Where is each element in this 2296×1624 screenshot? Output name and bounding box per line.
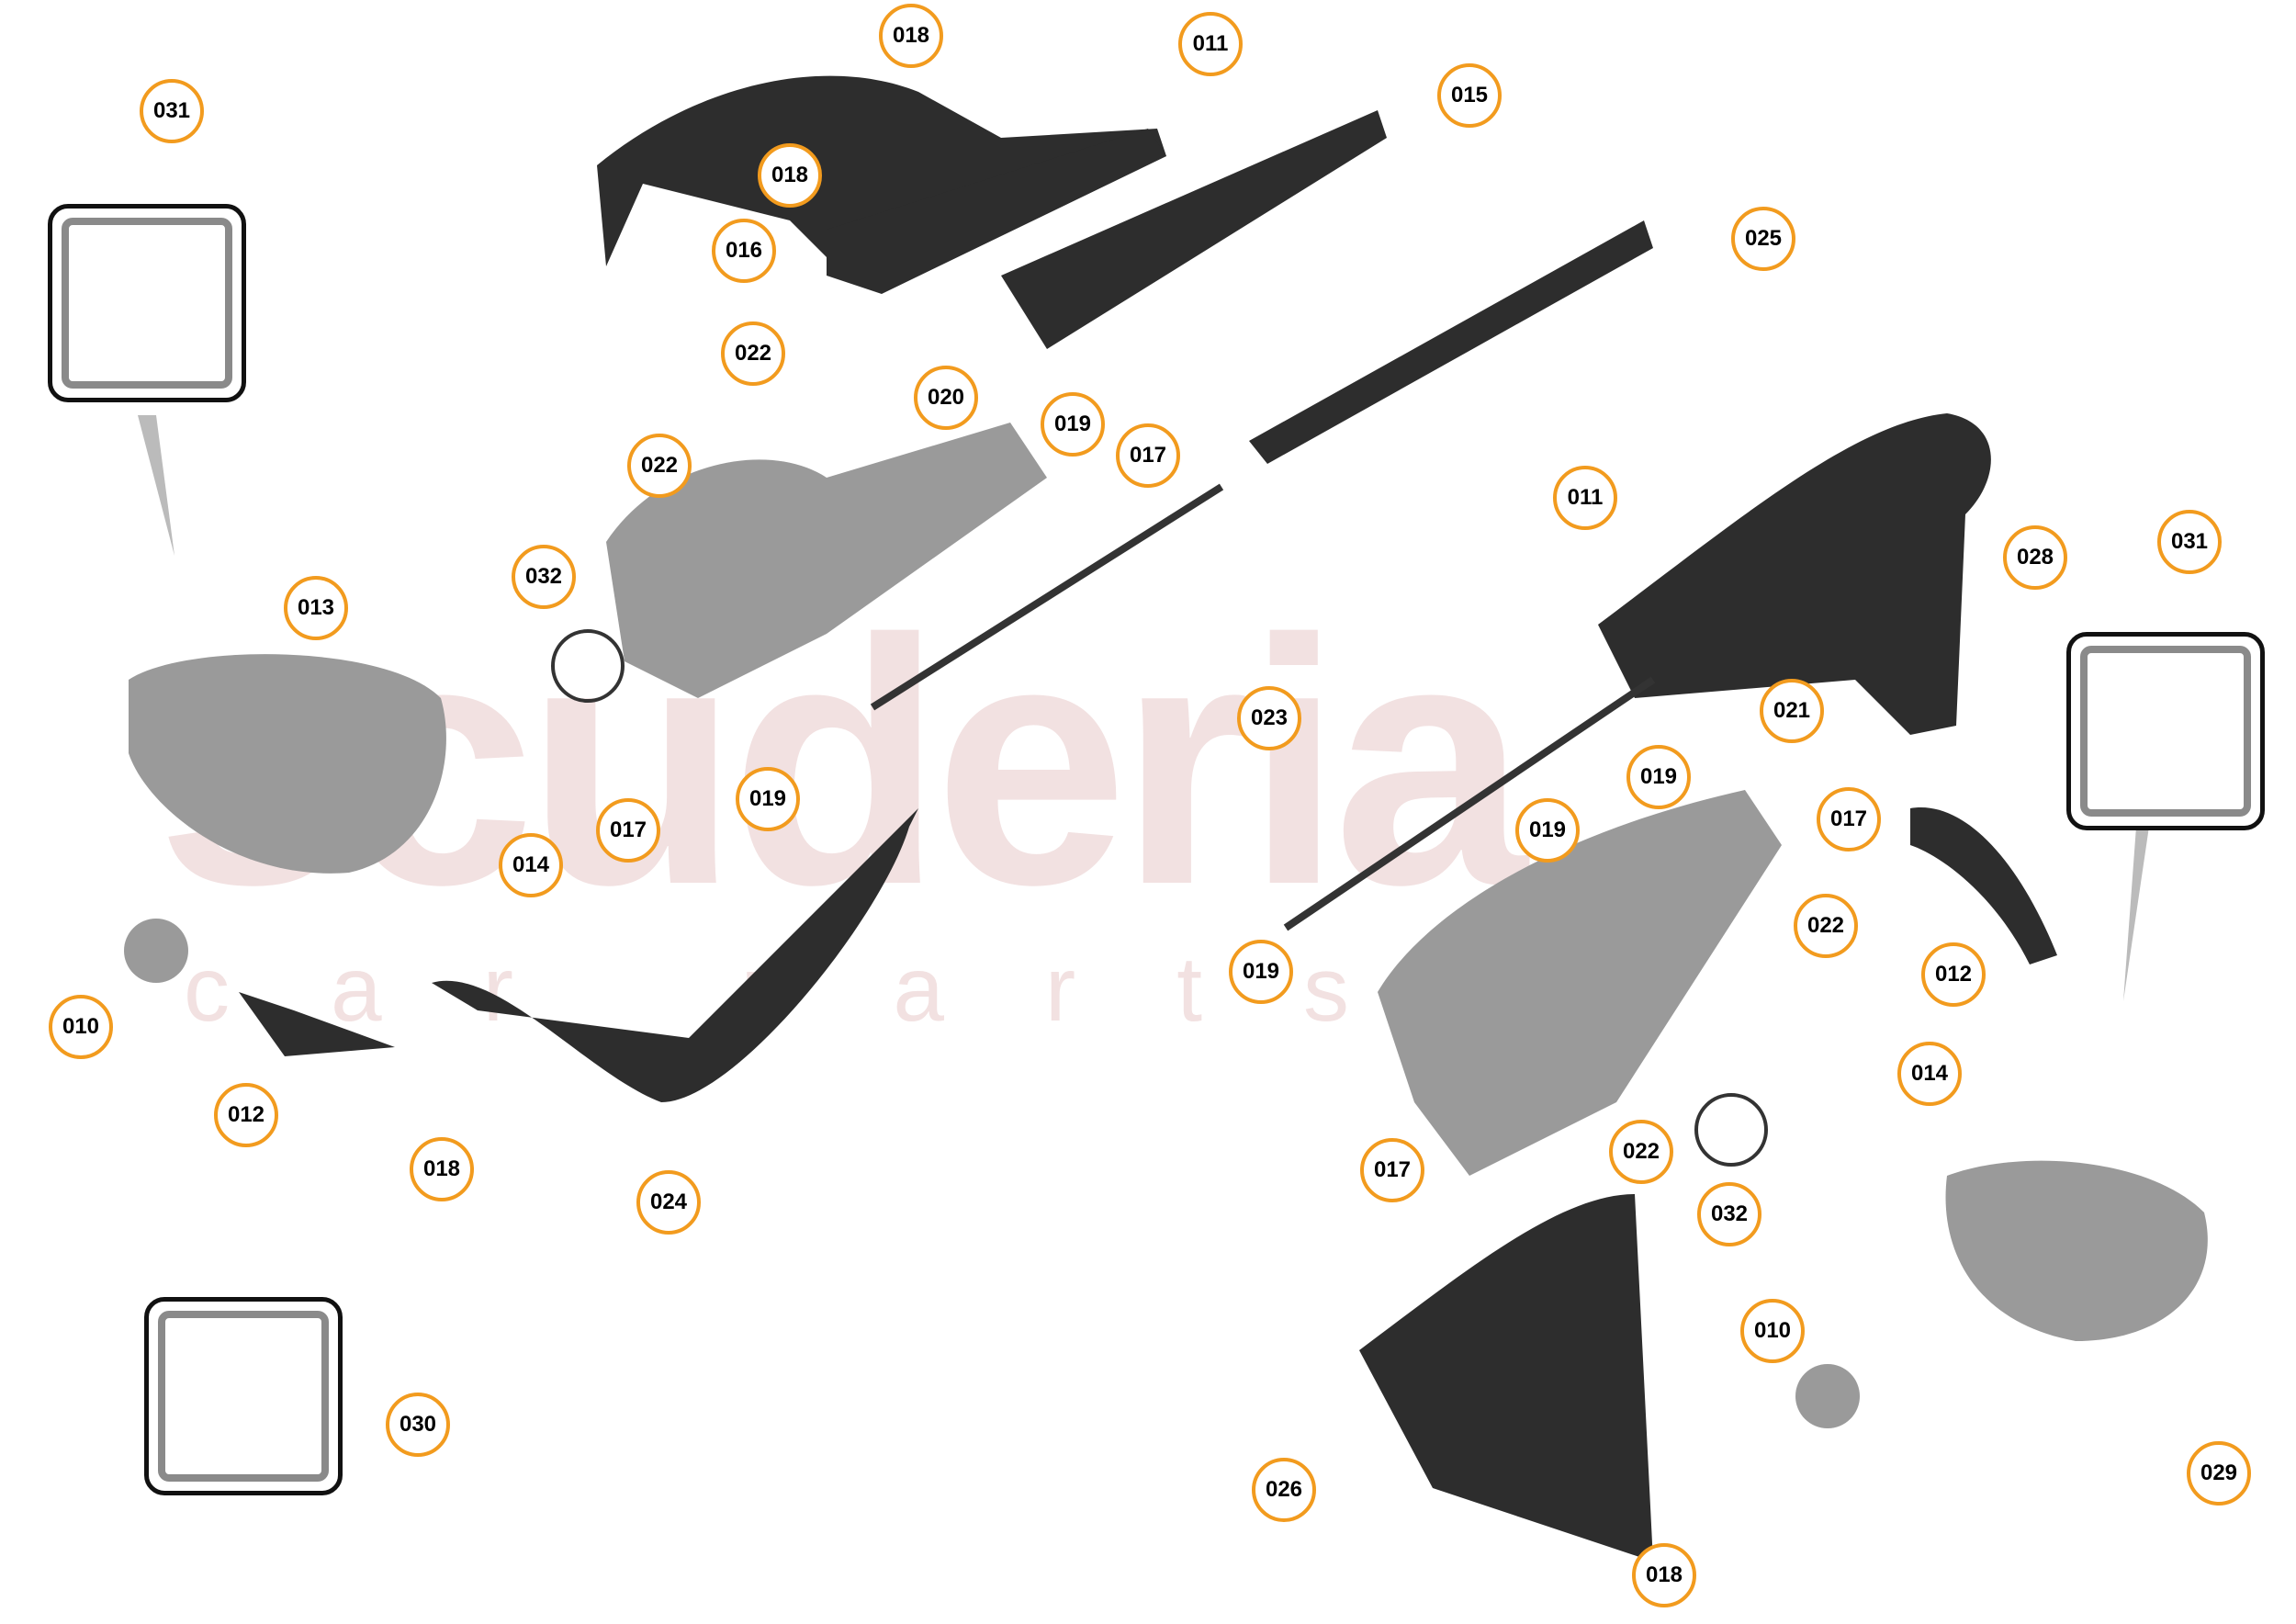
callout-031[interactable]: 031 xyxy=(140,79,204,143)
callout-016[interactable]: 016 xyxy=(712,219,776,283)
callout-011[interactable]: 011 xyxy=(1178,12,1243,76)
callout-032[interactable]: 032 xyxy=(1697,1182,1761,1246)
gasket-023-left xyxy=(870,483,1224,711)
heat-shield-016b xyxy=(827,129,1166,294)
seal-ring-032-left xyxy=(551,629,625,703)
callout-018[interactable]: 018 xyxy=(410,1137,474,1201)
callout-014[interactable]: 014 xyxy=(1897,1042,1962,1106)
callout-022[interactable]: 022 xyxy=(627,434,692,498)
callout-013[interactable]: 013 xyxy=(284,576,348,640)
callout-017[interactable]: 017 xyxy=(1360,1138,1424,1202)
callout-010[interactable]: 010 xyxy=(49,995,113,1059)
kit-pointer-right xyxy=(2123,827,2149,1001)
callout-017[interactable]: 017 xyxy=(1817,787,1881,851)
gasket-023-right xyxy=(1283,676,1656,931)
callout-018[interactable]: 018 xyxy=(1632,1543,1696,1607)
callout-022[interactable]: 022 xyxy=(721,321,785,386)
callout-028[interactable]: 028 xyxy=(2003,525,2067,590)
callout-011[interactable]: 011 xyxy=(1553,466,1617,530)
callout-017[interactable]: 017 xyxy=(596,798,660,863)
turbocharger-013 xyxy=(129,654,446,874)
exhaust-manifold-021 xyxy=(1378,790,1782,1176)
kit-icon-031-right[interactable] xyxy=(2066,632,2265,830)
callout-019[interactable]: 019 xyxy=(1229,940,1293,1004)
callout-019[interactable]: 019 xyxy=(1041,392,1105,457)
callout-024[interactable]: 024 xyxy=(636,1170,701,1235)
callout-031[interactable]: 031 xyxy=(2157,510,2222,574)
heat-shield-024 xyxy=(432,808,918,1102)
turbocharger-029 xyxy=(1945,1160,2208,1341)
callout-015[interactable]: 015 xyxy=(1437,63,1502,128)
kit-icon-031-left[interactable] xyxy=(48,204,246,402)
heat-shield-012-right xyxy=(1910,807,2057,964)
callout-020[interactable]: 020 xyxy=(914,366,978,430)
callout-017[interactable]: 017 xyxy=(1116,423,1180,488)
wastegate-actuator-010-right xyxy=(1795,1364,1860,1428)
callout-012[interactable]: 012 xyxy=(1921,942,1986,1007)
callout-029[interactable]: 029 xyxy=(2187,1441,2251,1506)
callout-019[interactable]: 019 xyxy=(1515,798,1580,863)
callout-012[interactable]: 012 xyxy=(214,1083,278,1147)
callout-019[interactable]: 019 xyxy=(1626,745,1691,809)
heat-shield-015 xyxy=(1001,110,1387,349)
callout-026[interactable]: 026 xyxy=(1252,1458,1316,1522)
wastegate-actuator-010-left xyxy=(124,919,188,983)
heat-shield-025 xyxy=(1249,220,1653,464)
callout-022[interactable]: 022 xyxy=(1609,1120,1673,1184)
heat-shield-028 xyxy=(1598,413,1991,735)
callout-023[interactable]: 023 xyxy=(1237,686,1301,750)
callout-022[interactable]: 022 xyxy=(1794,894,1858,958)
callout-025[interactable]: 025 xyxy=(1731,207,1795,271)
kit-icon-030[interactable] xyxy=(144,1297,343,1495)
heat-shield-012-left xyxy=(239,992,395,1056)
callout-018[interactable]: 018 xyxy=(758,143,822,208)
callout-010[interactable]: 010 xyxy=(1740,1299,1805,1363)
callout-019[interactable]: 019 xyxy=(736,767,800,831)
callout-018[interactable]: 018 xyxy=(879,4,943,68)
heat-shield-016 xyxy=(597,75,1166,276)
exhaust-manifold-020 xyxy=(606,423,1047,698)
callout-030[interactable]: 030 xyxy=(386,1393,450,1457)
heat-shield-026 xyxy=(1359,1194,1653,1562)
kit-pointer-left xyxy=(138,415,174,556)
callout-014[interactable]: 014 xyxy=(499,833,563,897)
callout-021[interactable]: 021 xyxy=(1760,679,1824,743)
callout-032[interactable]: 032 xyxy=(512,545,576,609)
seal-ring-032-right xyxy=(1694,1093,1768,1167)
